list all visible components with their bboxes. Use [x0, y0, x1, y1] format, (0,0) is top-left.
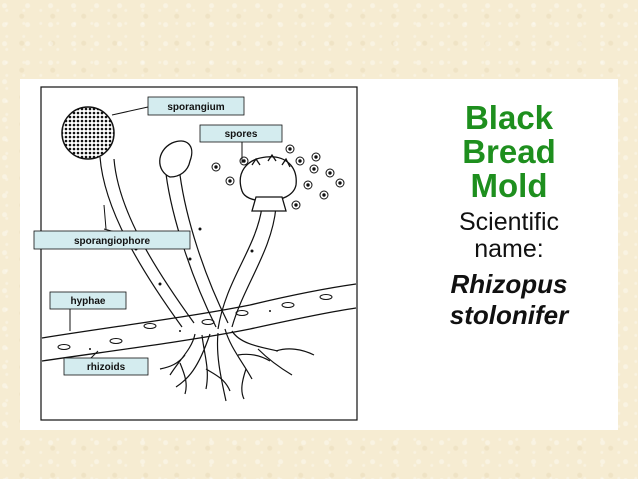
- scientific-name-genus: Rhizopus: [450, 269, 568, 299]
- diagram-frame: [40, 86, 358, 421]
- slide-panel: sporangium spores sporangiophore hyphae …: [20, 79, 618, 430]
- svg-text:sporangium: sporangium: [167, 102, 224, 113]
- svg-text:spores: spores: [225, 129, 258, 140]
- bread-mold-diagram: sporangium spores sporangiophore hyphae …: [33, 86, 358, 421]
- sporangiophore-stalk-2: [165, 173, 229, 328]
- svg-text:sporangiophore: sporangiophore: [74, 236, 151, 247]
- label-spores: spores: [199, 124, 283, 143]
- scientific-name-species: stolonifer: [449, 300, 569, 330]
- open-sporangium: [239, 153, 297, 212]
- title-line-1: Black: [464, 99, 554, 136]
- label-rhizoids: rhizoids: [63, 357, 149, 376]
- label-hyphae: hyphae: [49, 291, 127, 310]
- title-block: Black Bread Mold Scientific name: Rhizop…: [400, 101, 618, 331]
- title-line-3: Mold: [470, 167, 548, 204]
- title-line-2: Bread: [462, 133, 556, 170]
- sporangiophore-stalk-3: [217, 206, 277, 330]
- rhizoids-roots: [159, 328, 315, 402]
- label-sporangiophore: sporangiophore: [33, 230, 191, 250]
- hypha-tube: [41, 283, 357, 362]
- label-sporangium: sporangium: [147, 96, 245, 116]
- empty-sporangium-sac: [159, 140, 193, 178]
- scientific-label-line-1: Scientific: [458, 208, 560, 236]
- scientific-label-line-2: name:: [474, 235, 544, 263]
- svg-text:hyphae: hyphae: [70, 296, 105, 307]
- svg-text:rhizoids: rhizoids: [87, 362, 126, 373]
- sporangium-ball: [61, 106, 115, 160]
